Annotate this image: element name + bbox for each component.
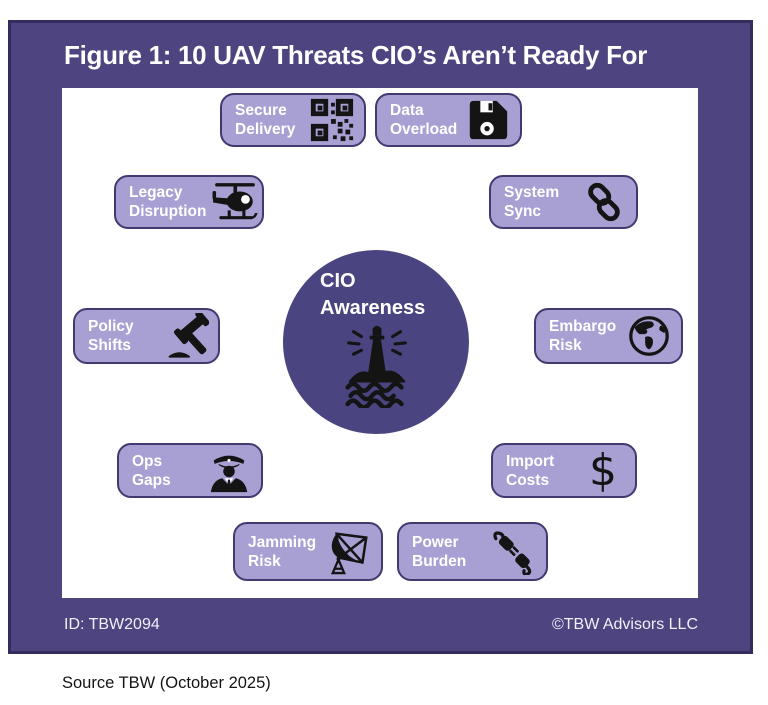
threat-label-line2: Costs xyxy=(506,471,550,489)
threat-label-line1: Import xyxy=(506,452,555,470)
threat-label-line1: Embargo xyxy=(549,318,617,335)
threat-label-line1: Power xyxy=(412,533,459,551)
threat-box-jamming-risk: Jamming Risk xyxy=(233,522,383,581)
threat-box-data-overload: Data Overload xyxy=(375,93,522,147)
threat-box-policy-shifts: Policy Shifts xyxy=(73,308,220,364)
helicopter-icon xyxy=(207,179,263,225)
threat-label-line2: Risk xyxy=(549,337,582,354)
threat-label: Embargo Risk xyxy=(549,317,616,355)
threat-label: Import Costs xyxy=(506,452,554,490)
cio-awareness-circle: CIO Awareness xyxy=(283,250,469,434)
threat-box-power-burden: Power Burden xyxy=(397,522,548,581)
threat-box-import-costs: Import Costs $ xyxy=(491,443,637,498)
threat-label: Data Overload xyxy=(390,101,457,139)
satellite-dish-icon xyxy=(326,529,372,575)
circle-label-line2: Awareness xyxy=(320,297,426,319)
threat-label-line2: Burden xyxy=(412,552,467,570)
floppy-disk-icon xyxy=(465,97,511,143)
unplugged-cable-icon xyxy=(491,529,537,575)
chain-link-icon xyxy=(581,179,627,225)
threat-label: System Sync xyxy=(504,183,559,221)
threat-label: Policy Shifts xyxy=(88,317,134,355)
threat-label: Legacy Disruption xyxy=(129,183,207,221)
threat-label: Jamming Risk xyxy=(248,533,316,571)
threat-box-system-sync: System Sync xyxy=(489,175,638,229)
threat-box-legacy-disruption: Legacy Disruption xyxy=(114,175,264,229)
threat-box-embargo-risk: Embargo Risk xyxy=(534,308,683,364)
threat-label: Power Burden xyxy=(412,533,466,571)
threat-label-line2: Disruption xyxy=(129,203,207,220)
threat-label-line2: Overload xyxy=(390,121,458,138)
threat-label-line1: Ops xyxy=(132,452,163,470)
globe-icon xyxy=(626,313,672,359)
source-note: Source TBW (October 2025) xyxy=(62,674,271,692)
circle-label: CIO Awareness xyxy=(320,268,425,322)
threat-label-line1: Policy xyxy=(88,318,134,335)
dollar-sign-icon: $ xyxy=(580,448,626,494)
threat-label-line1: Data xyxy=(390,102,424,119)
threat-label: Ops Gaps xyxy=(132,452,171,490)
threat-label-line2: Shifts xyxy=(88,337,132,354)
circle-label-line1: CIO xyxy=(320,270,356,292)
lighthouse-icon xyxy=(333,316,421,410)
gavel-icon xyxy=(163,313,209,359)
threat-label-line1: Secure xyxy=(235,102,287,119)
threat-label-line2: Risk xyxy=(248,552,281,570)
threat-label-line1: Legacy xyxy=(129,184,183,201)
threat-label: Secure Delivery xyxy=(235,101,295,139)
qr-code-icon xyxy=(309,97,355,143)
threat-label-line2: Gaps xyxy=(132,471,171,489)
pilot-icon xyxy=(206,448,252,494)
threat-label-line1: System xyxy=(504,184,560,201)
threat-label-line2: Delivery xyxy=(235,121,296,138)
figure-id: ID: TBW2094 xyxy=(64,616,160,633)
threat-label-line1: Jamming xyxy=(248,533,317,551)
threat-box-ops-gaps: Ops Gaps xyxy=(117,443,263,498)
copyright-notice: ©TBW Advisors LLC xyxy=(551,616,698,633)
threat-box-secure-delivery: Secure Delivery xyxy=(220,93,366,147)
dollar-glyph: $ xyxy=(589,444,617,496)
figure-title: Figure 1: 10 UAV Threats CIO’s Aren’t Re… xyxy=(64,40,648,70)
threat-label-line2: Sync xyxy=(504,203,542,220)
